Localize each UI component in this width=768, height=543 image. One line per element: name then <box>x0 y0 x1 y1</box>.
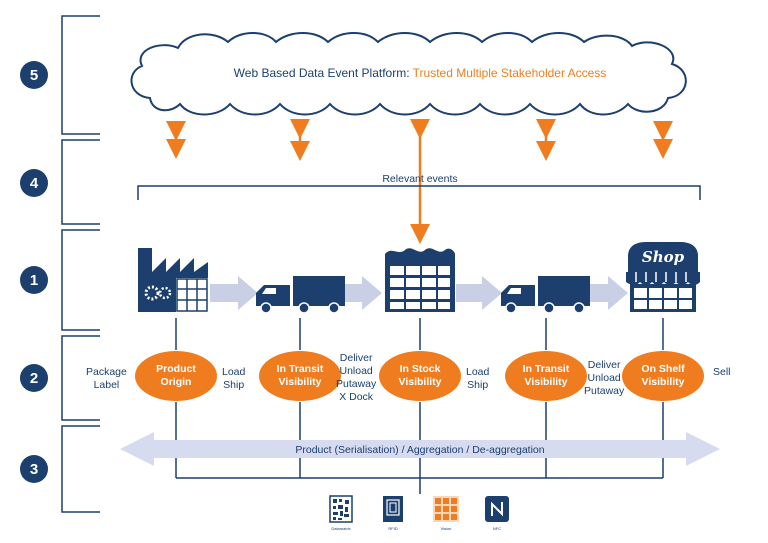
stage-connectors <box>175 318 664 494</box>
serialisation-arrow <box>120 432 720 466</box>
relevant-events-bracket <box>137 185 701 200</box>
tech-label-vision: Vision <box>440 526 452 531</box>
shop-icon: Shop <box>626 242 700 312</box>
platform-arrows <box>166 119 673 244</box>
nfc-icon <box>485 496 509 522</box>
level-marker-1: 1 <box>20 266 48 294</box>
cloud-shape <box>130 32 687 116</box>
relevant-events-label: Relevant events <box>382 173 458 185</box>
tech-label-datamatrix: Datamatrix <box>331 526 351 531</box>
truck-icon <box>256 276 345 314</box>
tech-label-rfid: RFID <box>388 526 398 531</box>
platform-label-main: Web Based Data Event Platform: <box>233 66 413 80</box>
rfid-icon <box>383 496 403 522</box>
factory-icon <box>138 248 208 312</box>
serialisation-label: Product (Serialisation) / Aggregation / … <box>295 444 545 456</box>
level-marker-2: 2 <box>20 364 48 392</box>
level-marker-3: 3 <box>20 455 48 483</box>
level-marker-5: 5 <box>20 61 48 89</box>
truck-icon-2 <box>501 276 590 314</box>
platform-label-highlight: Trusted Multiple Stakeholder Access <box>412 66 607 80</box>
level-brackets <box>61 15 100 513</box>
tech-label-nfc: NFC <box>492 526 502 531</box>
datamatrix-icon <box>329 495 353 523</box>
warehouse-icon <box>385 248 455 312</box>
level-marker-4: 4 <box>20 169 48 197</box>
shop-sign: Shop <box>642 248 685 266</box>
flow-arrows <box>210 276 628 310</box>
action-sell: Sell <box>713 366 731 378</box>
platform-label: Web Based Data Event Platform: Trusted M… <box>140 66 700 80</box>
vision-icon <box>433 496 459 522</box>
